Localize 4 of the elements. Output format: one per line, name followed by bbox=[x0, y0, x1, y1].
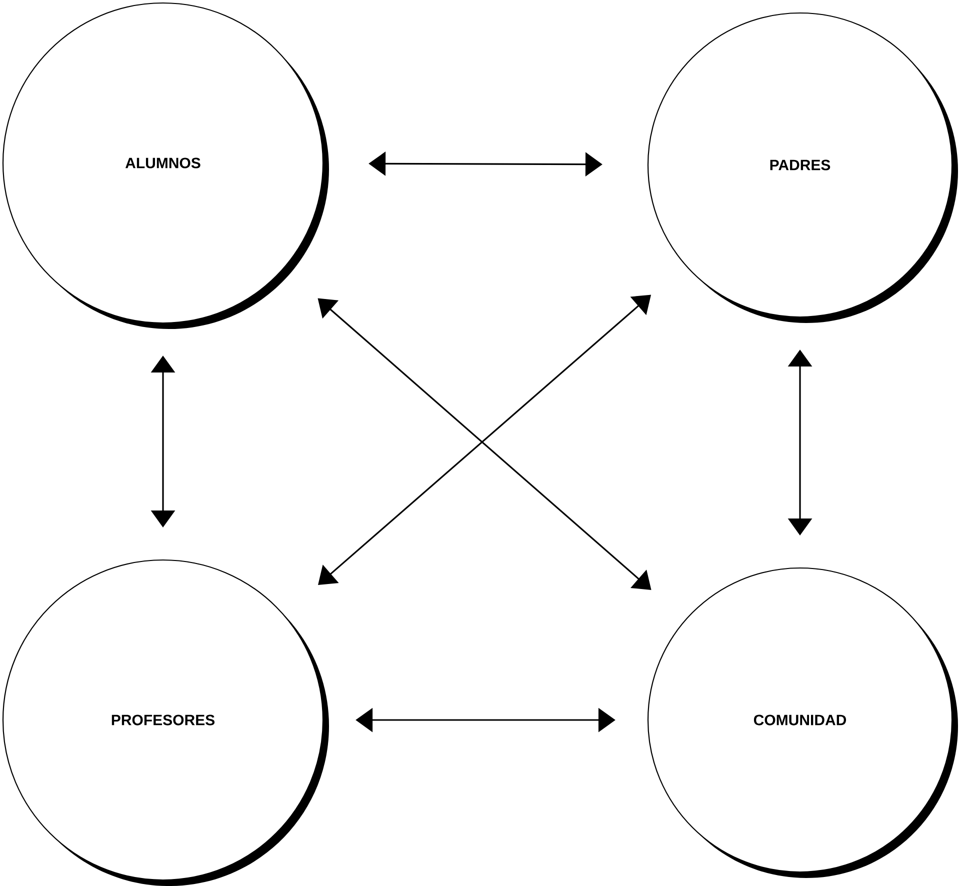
circle-node: COMUNIDAD bbox=[647, 567, 958, 878]
circle-node: PROFESORES bbox=[2, 559, 329, 886]
circle-node: ALUMNOS bbox=[2, 2, 329, 329]
circle-node: PADRES bbox=[647, 12, 958, 323]
